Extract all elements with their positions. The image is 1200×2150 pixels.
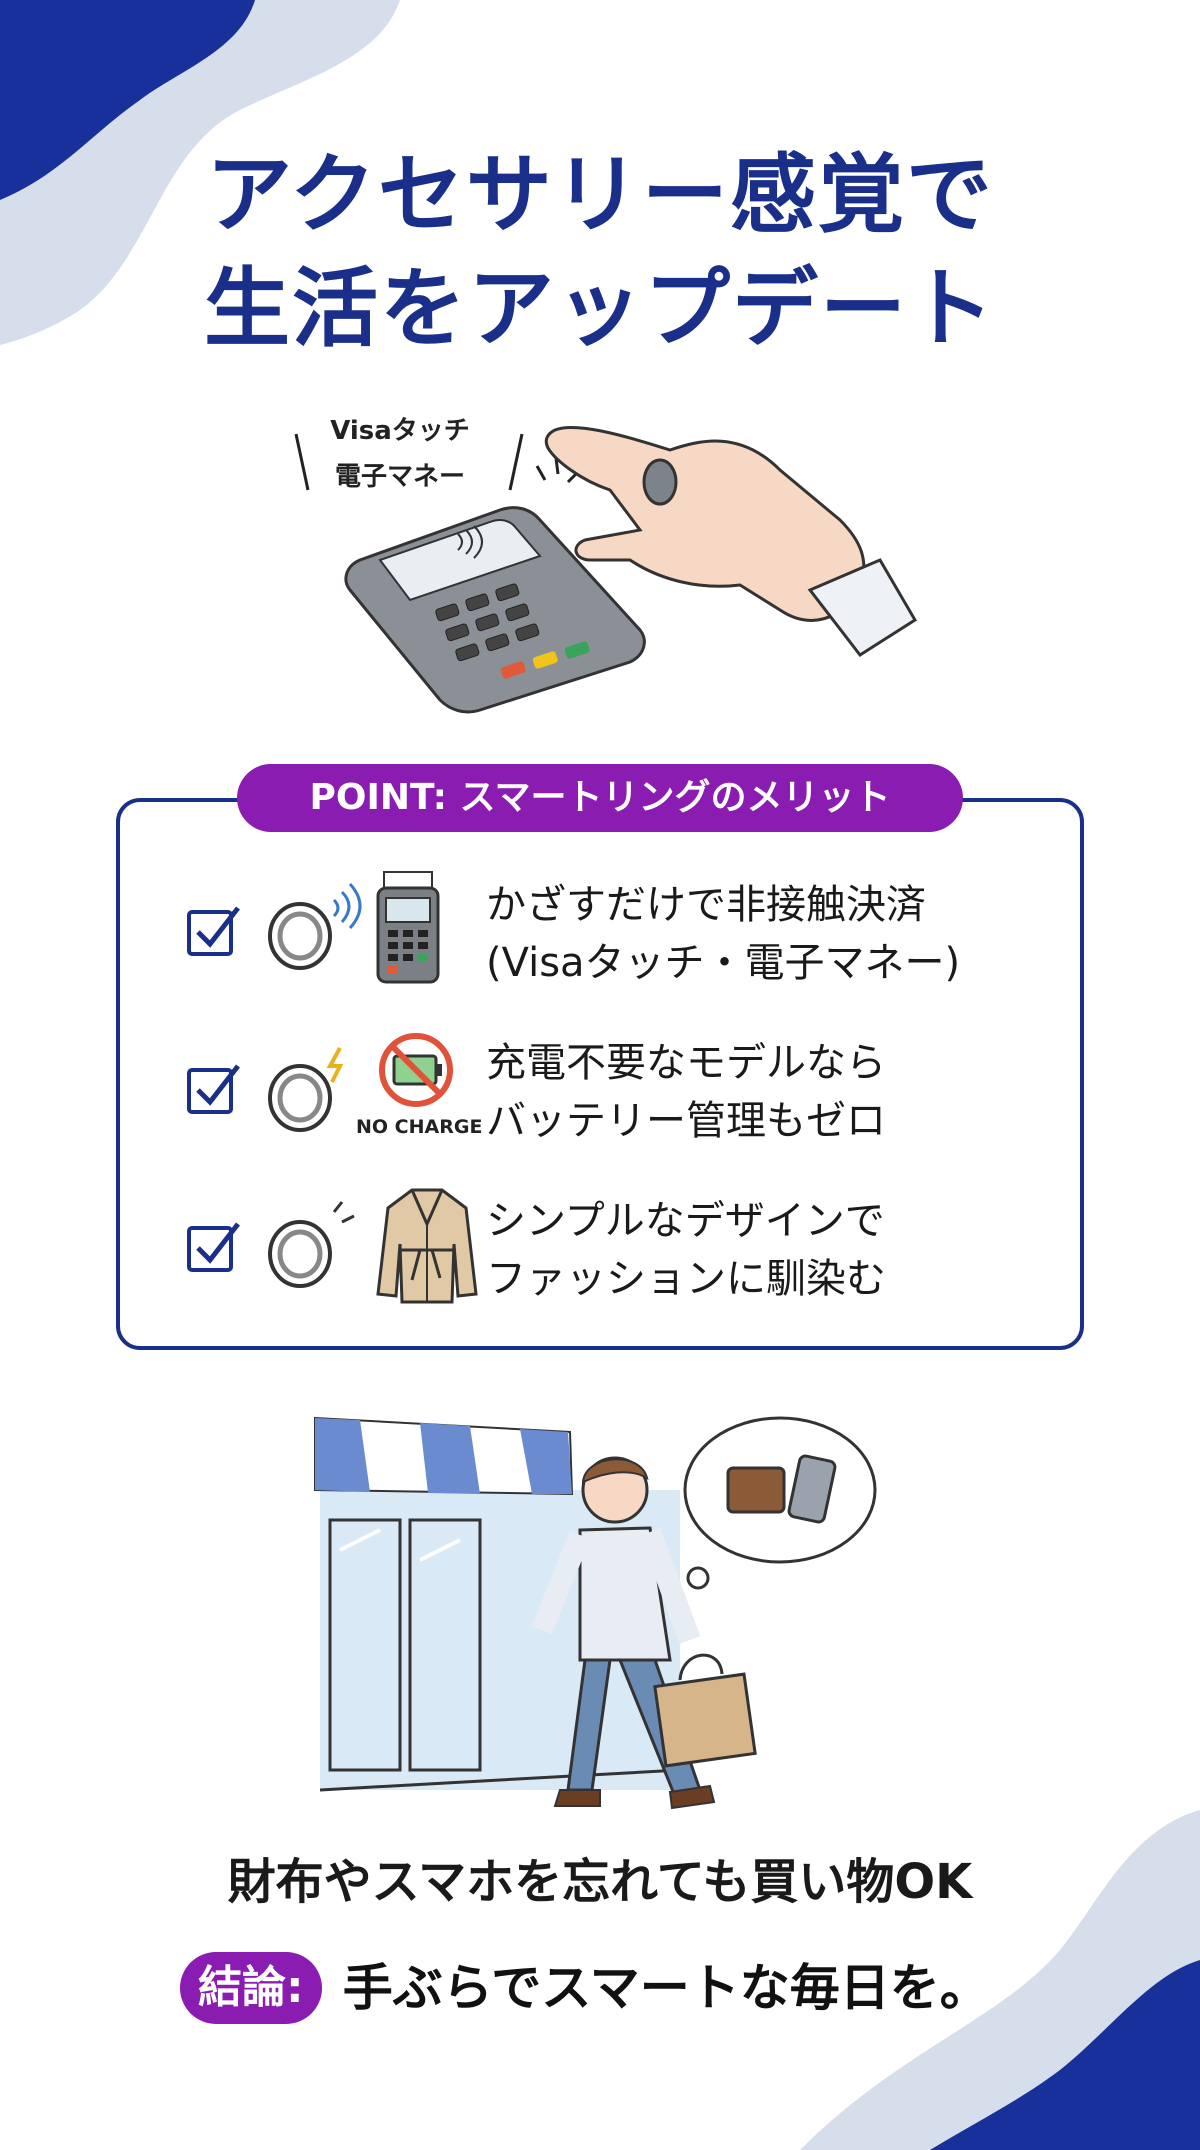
- smart-ring-icon: [642, 458, 678, 506]
- benefit-row-fashion: シンプルなデザインで ファッションに馴染む: [0, 1178, 1200, 1318]
- wireless-icon: [332, 882, 362, 930]
- no-charge-caption: NO CHARGE: [356, 1116, 483, 1138]
- shirt-cuff: [807, 558, 918, 658]
- title-line-1: アクセサリー感覚で: [206, 145, 994, 245]
- smartphone-icon: [787, 1454, 837, 1524]
- lightning-icon: [326, 1047, 344, 1083]
- benefit-text-line-2: ファッションに馴染む: [486, 1256, 886, 1302]
- bottom-right-blob-dark: [930, 1960, 1200, 2150]
- conclusion-line: 結論: 手ぶらでスマートな毎日を。: [180, 1952, 990, 2032]
- thought-bubble: [670, 1416, 877, 1606]
- hand-icon: [544, 426, 918, 658]
- ring-icon: [268, 882, 362, 970]
- ring-icon: [268, 1201, 355, 1288]
- benefit-text-line-2: (Visaタッチ・電子マネー): [486, 940, 961, 986]
- conclusion-message: 手ぶらでスマートな毎日を。: [342, 1959, 990, 2017]
- payment-label-line-2: 電子マネー: [334, 462, 465, 492]
- shopping-illustration: [314, 1416, 877, 1810]
- label-emphasis-lines: [294, 433, 524, 491]
- benefit-text-no-charge: 充電不要なモデルなら バッテリー管理もゼロ: [486, 1034, 886, 1150]
- payment-label-line-1: Visaタッチ: [330, 416, 470, 446]
- benefit-row-no-charge: NO CHARGE 充電不要なモデルなら バッテリー管理もゼロ: [0, 1020, 1200, 1160]
- shopping-caption: 財布やスマホを忘れても買い物OK: [227, 1854, 973, 1910]
- title-line-2: 生活をアップデート: [204, 259, 996, 359]
- benefit-text-contactless: かざすだけで非接触決済 (Visaタッチ・電子マネー): [486, 876, 960, 992]
- wallet-icon: [726, 1466, 786, 1514]
- benefit-text-line-2: バッテリー管理もゼロ: [486, 1098, 886, 1144]
- benefit-text-line-1: 充電不要なモデルなら: [486, 1040, 886, 1086]
- benefit-text-line-1: かざすだけで非接触決済: [486, 882, 926, 928]
- top-left-blob-dark: [0, 0, 255, 200]
- walking-person: [531, 1456, 757, 1810]
- benefit-text-line-1: シンプルなデザインで: [486, 1198, 885, 1244]
- point-heading-pill: POINT: スマートリングのメリット: [237, 764, 963, 832]
- payment-illustration: [344, 426, 918, 714]
- checkbox-icon: [187, 906, 240, 956]
- payment-terminal-icon: [376, 871, 440, 984]
- shopping-bag-icon: [653, 1672, 757, 1768]
- checkbox-icon: [187, 1064, 240, 1114]
- conclusion-tag: 結論:: [180, 1952, 322, 2024]
- payment-label: Visaタッチ 電子マネー: [300, 408, 500, 500]
- payment-terminal-icon: [344, 506, 646, 714]
- coat-icon: [376, 1188, 478, 1304]
- ring-icon: [268, 1047, 344, 1132]
- checkbox-icon: [187, 1222, 240, 1272]
- page-title: アクセサリー感覚で 生活をアップデート: [0, 138, 1200, 366]
- no-charge-battery-icon: [379, 1033, 453, 1107]
- benefit-text-fashion: シンプルなデザインで ファッションに馴染む: [486, 1192, 886, 1308]
- benefit-row-contactless: かざすだけで非接触決済 (Visaタッチ・電子マネー): [0, 862, 1200, 1002]
